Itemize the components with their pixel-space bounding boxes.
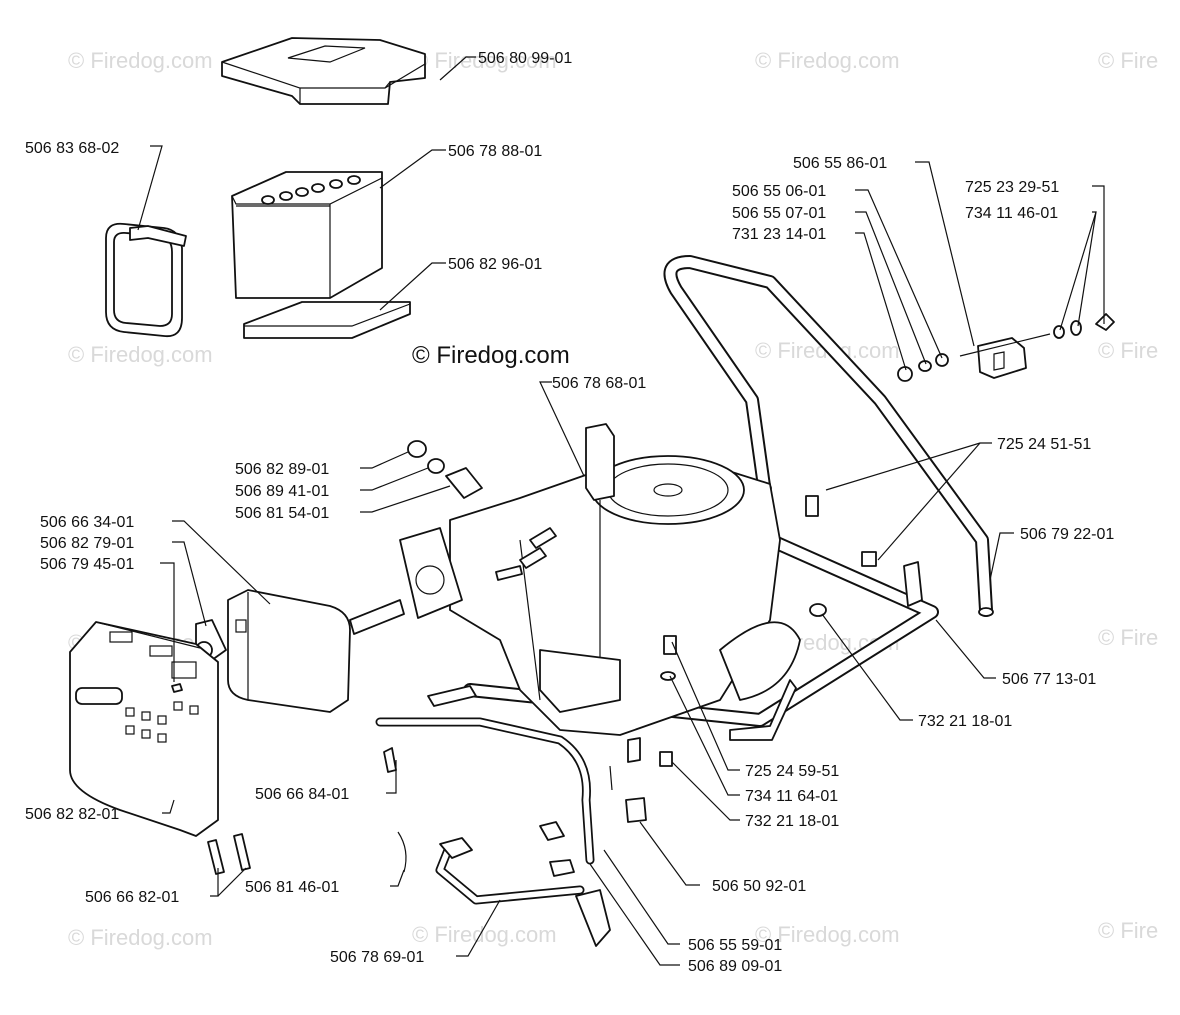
- label-spacer-bottom: 506 50 92-01: [712, 878, 806, 895]
- switch-drawing: [897, 313, 1115, 382]
- label-guard-screw: 506 66 82-01: [85, 889, 179, 906]
- watermark-text: © Fire: [1098, 48, 1158, 73]
- watermark-text: © Firedog.com: [412, 922, 557, 947]
- label-switch-bolt: 725 23 29-51: [965, 179, 1059, 196]
- muffler-drawing: [227, 589, 351, 713]
- muffler-guard-drawing: [69, 621, 219, 837]
- label-washer-bottom: 734 11 64-01: [745, 788, 838, 805]
- label-pipe-clamp: 506 55 59-01: [688, 937, 782, 954]
- label-muffler: 506 66 34-01: [40, 514, 134, 531]
- watermark-text: © Firedog.com: [755, 48, 900, 73]
- label-switch: 506 55 86-01: [793, 155, 887, 172]
- label-battery: 506 78 88-01: [448, 143, 542, 160]
- label-knob-sleeve: 506 81 54-01: [235, 505, 329, 522]
- label-spring: 506 81 46-01: [245, 879, 339, 896]
- label-switch-washer: 734 11 46-01: [965, 205, 1058, 222]
- knob-drawing: [407, 440, 483, 499]
- watermark-text: © Firedog.com: [68, 925, 213, 950]
- label-engine: 506 78 68-01: [552, 375, 646, 392]
- label-nut-b: 506 55 07-01: [732, 205, 826, 222]
- part-labels: 506 80 99-01 506 78 88-01 506 83 68-02 5…: [25, 50, 1114, 975]
- exhaust-pipe-drawing: [375, 717, 647, 947]
- watermark-text: © Firedog.com: [412, 48, 557, 73]
- label-muffler-screw: 506 79 45-01: [40, 556, 134, 573]
- battery-drawing: [231, 171, 383, 299]
- watermark-text: © Fire: [1098, 918, 1158, 943]
- label-battery-mat: 506 82 96-01: [448, 256, 542, 273]
- watermark-text: © Fire: [1098, 625, 1158, 650]
- label-knob-washer: 506 89 41-01: [235, 483, 329, 500]
- watermark-text: © Firedog.com: [68, 48, 213, 73]
- label-battery-strap: 506 83 68-02: [25, 140, 119, 157]
- engine-drawing: [399, 423, 801, 736]
- watermark-text: © Fire: [1098, 338, 1158, 363]
- label-clamp: 506 66 84-01: [255, 786, 349, 803]
- label-exhaust-pipe: 506 78 69-01: [330, 949, 424, 966]
- label-bolt-top: 725 24 51-51: [997, 436, 1091, 453]
- label-knob: 506 82 89-01: [235, 461, 329, 478]
- watermark-text: © Firedog.com: [68, 342, 213, 367]
- label-muffler-gasket: 506 82 79-01: [40, 535, 134, 552]
- label-frame: 506 77 13-01: [1002, 671, 1096, 688]
- label-spacer-a: 731 23 14-01: [732, 226, 826, 243]
- label-frame-tube: 506 79 22-01: [1020, 526, 1114, 543]
- label-nut-bottom: 732 21 18-01: [745, 813, 839, 830]
- battery-strap-drawing: [105, 222, 187, 338]
- watermark-text: © Firedog.com: [755, 922, 900, 947]
- label-bolt-bottom: 725 24 59-51: [745, 763, 839, 780]
- label-nut-frame: 732 21 18-01: [918, 713, 1012, 730]
- label-muffler-guard: 506 82 82-01: [25, 806, 119, 823]
- label-pipe-end: 506 89 09-01: [688, 958, 782, 975]
- leader-lines: [137, 56, 1105, 966]
- battery-mat-drawing: [243, 301, 411, 339]
- screws-drawing: [171, 495, 877, 875]
- label-battery-cover: 506 80 99-01: [478, 50, 572, 67]
- battery-cover-drawing: [221, 37, 426, 105]
- label-nut-a: 506 55 06-01: [732, 183, 826, 200]
- watermark-main: © Firedog.com: [412, 342, 570, 369]
